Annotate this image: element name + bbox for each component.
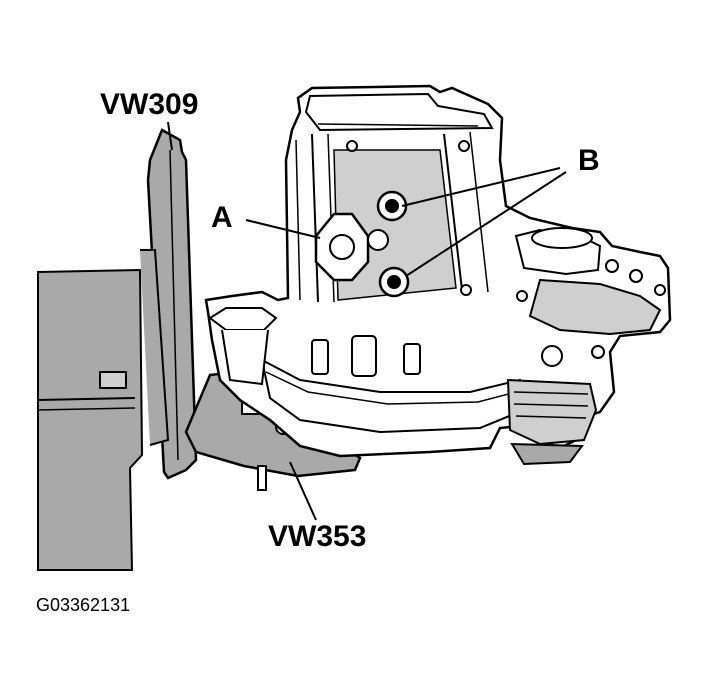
leader-a — [245, 219, 321, 239]
leader-vw353 — [289, 461, 317, 521]
figure-id: G03362131 — [36, 595, 131, 615]
leader-lines — [167, 121, 567, 521]
label-vw353: VW353 — [268, 520, 367, 553]
leader-b-lower — [405, 171, 567, 277]
leader-b-upper — [401, 167, 561, 207]
vw309-adapter-plate — [140, 128, 198, 480]
label-vw309: VW309 — [100, 88, 199, 121]
label-b: B — [578, 144, 600, 177]
transmission-housing — [204, 84, 672, 466]
label-a: A — [211, 201, 233, 234]
engine-block — [37, 268, 144, 571]
leader-vw309 — [167, 121, 173, 151]
